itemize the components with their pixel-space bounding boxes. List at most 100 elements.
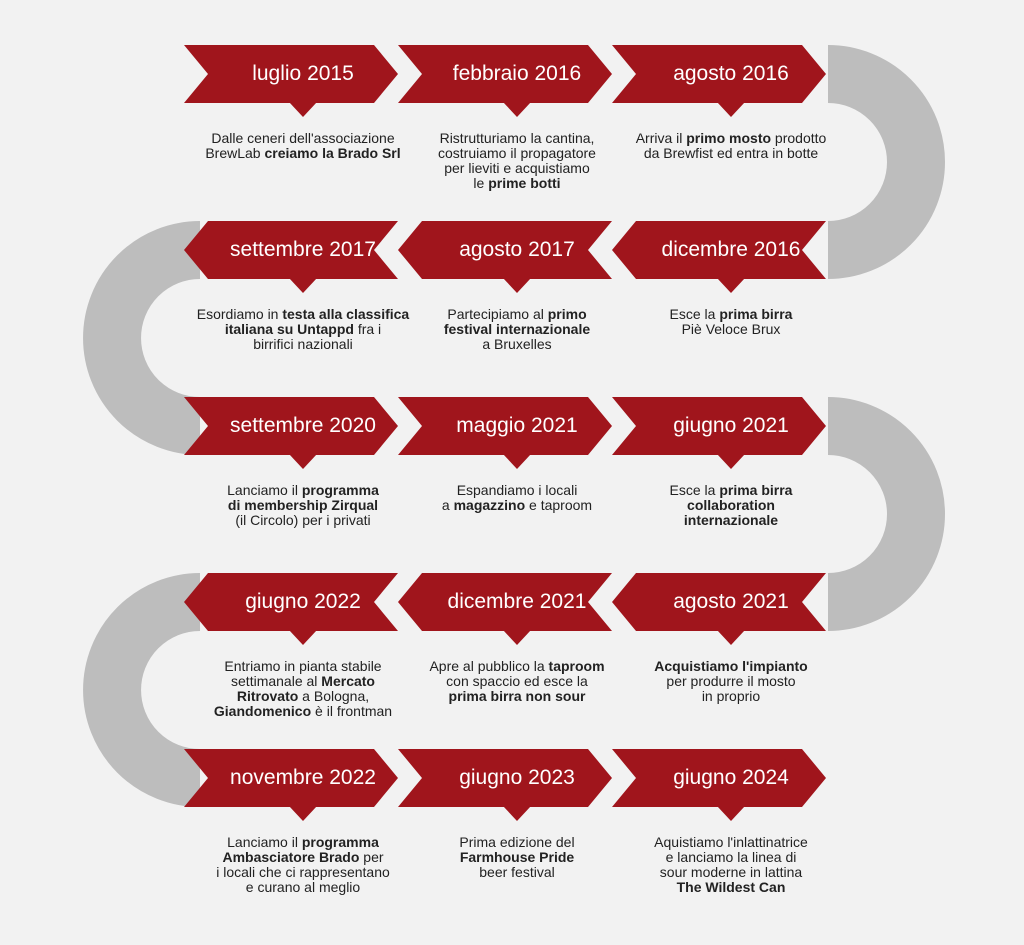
description-line: Lanciamo il programma <box>183 483 423 498</box>
description-highlight: prime botti <box>488 175 561 191</box>
description-text: Piè Veloce Brux <box>681 321 781 337</box>
description-line: costruiamo il propagatore <box>397 146 637 161</box>
description-line: i locali che ci rappresentano <box>183 865 423 880</box>
description-text: i locali che ci rappresentano <box>216 864 390 880</box>
milestone-date: settembre 2020 <box>230 414 376 437</box>
description-text: settimanale al <box>231 673 322 689</box>
description-highlight: prima birra non sour <box>448 688 586 704</box>
description-text: (il Circolo) per i privati <box>235 512 371 528</box>
milestone-date: luglio 2015 <box>252 62 354 85</box>
description-line: Prima edizione del <box>397 835 637 850</box>
description-line: per produrre il mosto <box>611 674 851 689</box>
description-text: Ristrutturiamo la cantina, <box>439 130 595 146</box>
description-highlight: prima birra <box>719 306 793 322</box>
description-line: le prime botti <box>397 176 637 191</box>
milestone-date-banner: dicembre 2021 <box>398 573 612 631</box>
description-highlight: primo <box>547 306 587 322</box>
description-text: Partecipiamo al <box>447 306 548 322</box>
description-text: per produrre il mosto <box>666 673 796 689</box>
description-highlight: internazionale <box>683 512 779 528</box>
description-line: Esce la prima birra <box>611 483 851 498</box>
description-line: settimanale al Mercato <box>183 674 423 689</box>
description-line: Ristrutturiamo la cantina, <box>397 131 637 146</box>
milestone-date: novembre 2022 <box>230 766 376 789</box>
milestone-date-banner: novembre 2022 <box>184 749 398 807</box>
description-text: Aquistiamo l'inlattinatrice <box>654 834 808 850</box>
milestone-pointer <box>717 454 745 469</box>
description-line: e curano al meglio <box>183 880 423 895</box>
description-line: Partecipiamo al primo <box>397 307 637 322</box>
milestone-pointer <box>289 102 317 117</box>
description-line: Ambasciatore Brado per <box>183 850 423 865</box>
milestone-date-banner: settembre 2017 <box>184 221 398 279</box>
milestone-date-banner: agosto 2016 <box>612 45 826 103</box>
description-line: Ritrovato a Bologna, <box>183 689 423 704</box>
description-line: di membership Zirqual <box>183 498 423 513</box>
description-text: Esordiamo in <box>196 306 283 322</box>
connector-right-2 <box>826 397 945 631</box>
description-highlight: Farmhouse Pride <box>459 849 575 865</box>
description-highlight: primo mosto <box>686 130 772 146</box>
description-highlight: prima birra <box>719 482 793 498</box>
description-text: Lanciamo il <box>227 482 302 498</box>
description-line: Esordiamo in testa alla classifica <box>183 307 423 322</box>
milestone-pointer <box>503 630 531 645</box>
description-line: Espandiamo i locali <box>397 483 637 498</box>
description-line: beer festival <box>397 865 637 880</box>
description-line: Entriamo in pianta stabile <box>183 659 423 674</box>
milestone-pointer <box>717 102 745 117</box>
milestone-date: settembre 2017 <box>230 238 376 261</box>
milestone-pointer <box>503 102 531 117</box>
description-text: da Brewfist ed entra in botte <box>643 145 819 161</box>
description-text: Lanciamo il <box>227 834 302 850</box>
description-text: per <box>359 849 384 865</box>
description-text: beer festival <box>479 864 555 880</box>
description-line: a Bruxelles <box>397 337 637 352</box>
milestone-date: giugno 2022 <box>245 590 361 613</box>
description-highlight: di membership Zirqual <box>227 497 379 513</box>
milestone-date: giugno 2023 <box>459 766 575 789</box>
description-text: in proprio <box>701 688 761 704</box>
description-highlight: festival internazionale <box>443 321 591 337</box>
description-line: Esce la prima birra <box>611 307 851 322</box>
description-text: Arriva il <box>635 130 687 146</box>
connector-left-1 <box>83 221 202 455</box>
milestone-date-banner: dicembre 2016 <box>612 221 826 279</box>
milestone-pointer <box>289 278 317 293</box>
description-text: Apre al pubblico la <box>429 658 549 674</box>
description-text: BrewLab <box>205 145 265 161</box>
description-text: è il frontman <box>311 703 393 719</box>
description-line: prima birra non sour <box>397 689 637 704</box>
description-highlight: programma <box>301 834 379 850</box>
description-line: Farmhouse Pride <box>397 850 637 865</box>
description-highlight: taproom <box>548 658 605 674</box>
description-text: per lieviti e acquistiamo <box>444 160 590 176</box>
milestone-date-banner: giugno 2022 <box>184 573 398 631</box>
description-line: in proprio <box>611 689 851 704</box>
milestone-pointer <box>717 806 745 821</box>
description-text: costruiamo il propagatore <box>438 145 596 161</box>
milestone-date: agosto 2017 <box>459 238 575 261</box>
description-highlight: Mercato <box>321 673 375 689</box>
description-line: birrifici nazionali <box>183 337 423 352</box>
description-line: da Brewfist ed entra in botte <box>611 146 851 161</box>
milestone-date: febbraio 2016 <box>452 62 582 85</box>
description-text: Dalle ceneri dell'associazione <box>211 130 395 146</box>
description-line: Piè Veloce Brux <box>611 322 851 337</box>
description-line: internazionale <box>611 513 851 528</box>
milestone-date: agosto 2021 <box>673 590 789 613</box>
description-highlight: Acquistiamo l'impianto <box>654 658 808 674</box>
milestone-pointer <box>717 278 745 293</box>
milestone-date-banner: giugno 2024 <box>612 749 826 807</box>
description-text: a <box>441 497 454 513</box>
